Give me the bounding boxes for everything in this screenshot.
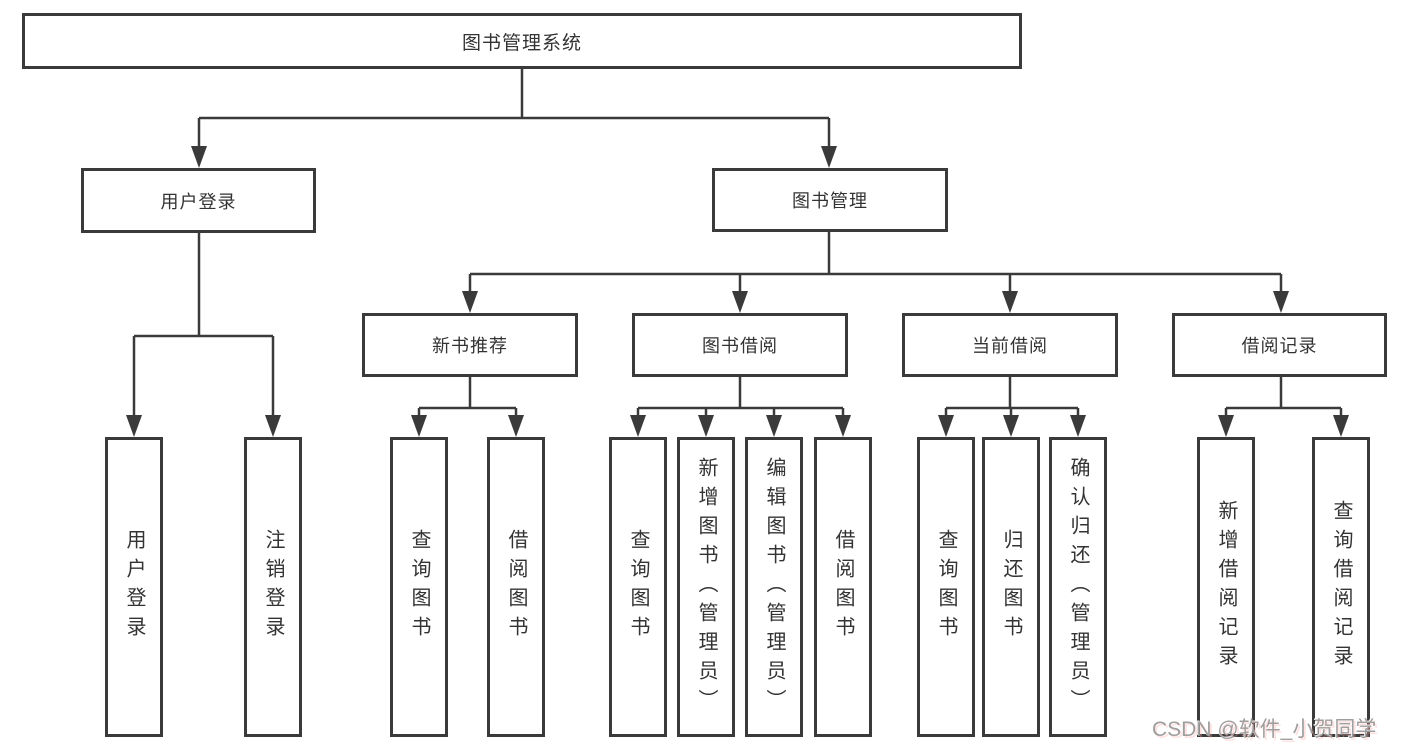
csdn-watermark: CSDN @软件_小贺同学 xyxy=(1152,718,1377,741)
leaf-current-confirm-return-admin-label: 确认归还（管理员） xyxy=(1067,456,1089,718)
node-borrow-records-label: 借阅记录 xyxy=(1241,336,1318,356)
node-book-borrow-label: 图书借阅 xyxy=(702,336,778,356)
leaf-records-add-record: 新增借阅记录 xyxy=(1197,437,1255,737)
leaf-borrow-borrow-books: 借阅图书 xyxy=(814,437,872,737)
node-new-book-recommend-label: 新书推荐 xyxy=(432,336,508,356)
leaf-borrow-edit-books-admin: 编辑图书（管理员） xyxy=(745,437,803,737)
leaf-current-return-books: 归还图书 xyxy=(982,437,1040,737)
node-user-login-label: 用户登录 xyxy=(160,191,237,212)
leaf-user-login: 用户登录 xyxy=(105,437,163,737)
leaf-borrow-add-books-admin: 新增图书（管理员） xyxy=(677,437,735,737)
leaf-borrow-edit-books-admin-label: 编辑图书（管理员） xyxy=(763,456,785,718)
leaf-borrow-query-books-label: 查询图书 xyxy=(627,529,649,645)
node-book-borrow: 图书借阅 xyxy=(632,313,848,377)
node-current-borrow: 当前借阅 xyxy=(902,313,1118,377)
leaf-current-return-books-label: 归还图书 xyxy=(1000,529,1022,645)
node-book-management-label: 图书管理 xyxy=(792,191,868,211)
leaf-recommend-query-books: 查询图书 xyxy=(390,437,448,737)
leaf-logout: 注销登录 xyxy=(244,437,302,737)
leaf-current-confirm-return-admin: 确认归还（管理员） xyxy=(1049,437,1107,737)
leaf-current-query-books-label: 查询图书 xyxy=(935,529,957,645)
node-borrow-records: 借阅记录 xyxy=(1172,313,1387,377)
leaf-recommend-borrow-books-label: 借阅图书 xyxy=(505,529,527,645)
node-new-book-recommend: 新书推荐 xyxy=(362,313,578,377)
leaf-user-login-label: 用户登录 xyxy=(123,529,145,645)
node-user-login: 用户登录 xyxy=(81,168,316,233)
node-root-system: 图书管理系统 xyxy=(22,13,1022,69)
leaf-current-query-books: 查询图书 xyxy=(917,437,975,737)
node-book-management: 图书管理 xyxy=(712,168,948,232)
leaf-borrow-add-books-admin-label: 新增图书（管理员） xyxy=(695,456,717,718)
leaf-recommend-borrow-books: 借阅图书 xyxy=(487,437,545,737)
leaf-records-add-record-label: 新增借阅记录 xyxy=(1215,500,1237,674)
leaf-records-query-record: 查询借阅记录 xyxy=(1312,437,1370,737)
leaf-recommend-query-books-label: 查询图书 xyxy=(408,529,430,645)
leaf-borrow-query-books: 查询图书 xyxy=(609,437,667,737)
node-current-borrow-label: 当前借阅 xyxy=(972,336,1048,356)
leaf-borrow-borrow-books-label: 借阅图书 xyxy=(832,529,854,645)
leaf-records-query-record-label: 查询借阅记录 xyxy=(1330,500,1352,674)
node-root-label: 图书管理系统 xyxy=(461,32,582,54)
leaf-logout-label: 注销登录 xyxy=(262,529,284,645)
